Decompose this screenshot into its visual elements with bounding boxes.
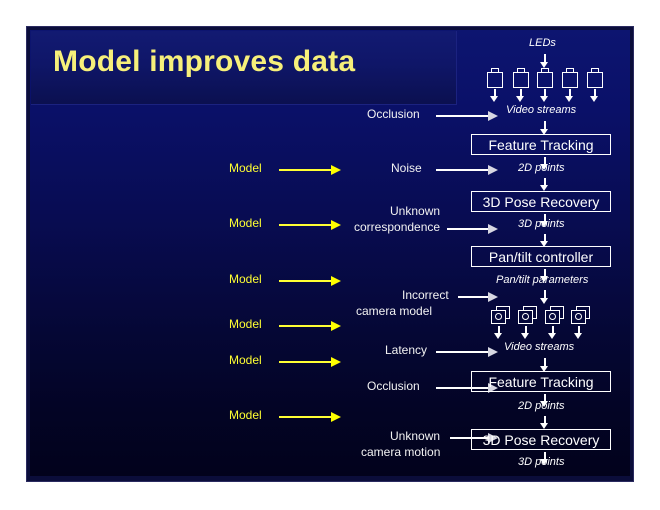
page-title: Model improves data <box>53 45 356 78</box>
pipeline-arrow-camera-4 <box>574 326 583 339</box>
pipeline-arrow-pan-tilt-out <box>540 269 549 282</box>
pipeline-label-video-streams-2: Video streams <box>504 341 575 353</box>
problem-label-occlusion-2: Occlusion <box>367 379 420 393</box>
problem-arrow-noise <box>436 165 498 175</box>
problem-label-unknown-camera-motion-line1: Unknown <box>390 429 441 443</box>
pipeline-box-pose-recovery-1: 3D Pose Recovery <box>471 191 611 212</box>
model-arrow-6 <box>279 412 341 422</box>
camera-icon <box>571 306 591 324</box>
pipeline-arrow-led-1 <box>490 89 499 102</box>
problem-arrow-incorrect-camera-model <box>458 292 498 302</box>
pipeline-box-feature-tracking-2: Feature Tracking <box>471 371 611 392</box>
pipeline-arrow-led-3 <box>540 89 549 102</box>
problem-arrow-unknown-correspondence <box>447 224 498 234</box>
pipeline-arrow-leds-to-devices <box>540 54 549 68</box>
pipeline-box-feature-tracking-1: Feature Tracking <box>471 134 611 155</box>
led-icon <box>562 68 578 88</box>
problem-arrow-occlusion-2 <box>436 383 498 393</box>
model-label-1: Model <box>229 161 262 175</box>
led-icon <box>487 68 503 88</box>
pipeline-box-pose-recovery-2: 3D Pose Recovery <box>471 429 611 450</box>
model-label-3: Model <box>229 272 262 286</box>
model-arrow-2 <box>279 220 341 230</box>
pipeline-arrow-led-2 <box>516 89 525 102</box>
problem-label-unknown-correspondence-line1: Unknown <box>390 204 441 218</box>
pipeline-label-leds: LEDs <box>529 37 556 49</box>
pipeline-label-3d-points-2: 3D points <box>518 456 565 468</box>
pipeline-arrow-to-feature-tracking-1 <box>540 121 549 135</box>
model-label-2: Model <box>229 216 262 230</box>
pipeline-label-video-streams-1: Video streams <box>506 104 577 116</box>
presentation-slide: Model improves data Model Model Model Mo… <box>26 26 634 482</box>
pipeline-arrow-camera-1 <box>494 326 503 339</box>
pipeline-arrow-to-cameras <box>540 290 549 304</box>
pipeline-box-pan-tilt-controller: Pan/tilt controller <box>471 246 611 267</box>
pipeline-arrow-feature-tracking-2-out <box>540 394 549 407</box>
problem-label-noise: Noise <box>391 161 422 175</box>
problem-arrow-unknown-camera-motion <box>450 433 498 443</box>
pipeline-label-pan-tilt-parameters: Pan/tilt parameters <box>496 274 589 286</box>
pipeline-arrow-to-feature-tracking-2 <box>540 358 549 372</box>
pipeline-label-2d-points-1: 2D points <box>518 162 565 174</box>
camera-icon <box>491 306 511 324</box>
problem-label-incorrect-camera-model-line2: camera model <box>356 304 433 318</box>
pipeline-arrow-pose-recovery-2-out <box>540 452 549 465</box>
camera-icon <box>545 306 565 324</box>
pipeline-arrow-to-pan-tilt <box>540 234 549 247</box>
problem-label-unknown-correspondence-line2: correspondence <box>354 220 441 234</box>
problem-label-latency: Latency <box>385 343 428 357</box>
led-icon <box>537 68 553 88</box>
led-icon <box>587 68 603 88</box>
problem-arrow-occlusion-1 <box>436 111 498 121</box>
pipeline-arrow-to-pose-recovery-1 <box>540 178 549 191</box>
problem-label-occlusion-1: Occlusion <box>367 107 420 121</box>
model-label-5: Model <box>229 353 262 367</box>
model-arrow-1 <box>279 165 341 175</box>
led-icon <box>513 68 529 88</box>
problem-arrow-latency <box>436 347 498 357</box>
pipeline-arrow-to-pose-recovery-2 <box>540 416 549 429</box>
problem-label-incorrect-camera-model-line1: Incorrect <box>402 288 449 302</box>
pipeline-label-2d-points-2: 2D points <box>518 400 565 412</box>
pipeline-arrow-camera-3 <box>548 326 557 339</box>
title-panel: Model improves data <box>31 31 457 105</box>
camera-icon <box>518 306 538 324</box>
pipeline-label-3d-points-1: 3D points <box>518 218 565 230</box>
model-arrow-4 <box>279 321 341 331</box>
pipeline-arrow-led-4 <box>565 89 574 102</box>
pipeline-arrow-camera-2 <box>521 326 530 339</box>
pipeline-arrow-feature-tracking-1-out <box>540 157 549 170</box>
model-label-6: Model <box>229 408 262 422</box>
problem-label-unknown-camera-motion-line2: camera motion <box>361 445 441 459</box>
pipeline-arrow-led-5 <box>590 89 599 102</box>
pipeline-arrow-pose-recovery-1-out <box>540 214 549 227</box>
model-arrow-5 <box>279 357 341 367</box>
model-arrow-3 <box>279 276 341 286</box>
model-label-4: Model <box>229 317 262 331</box>
